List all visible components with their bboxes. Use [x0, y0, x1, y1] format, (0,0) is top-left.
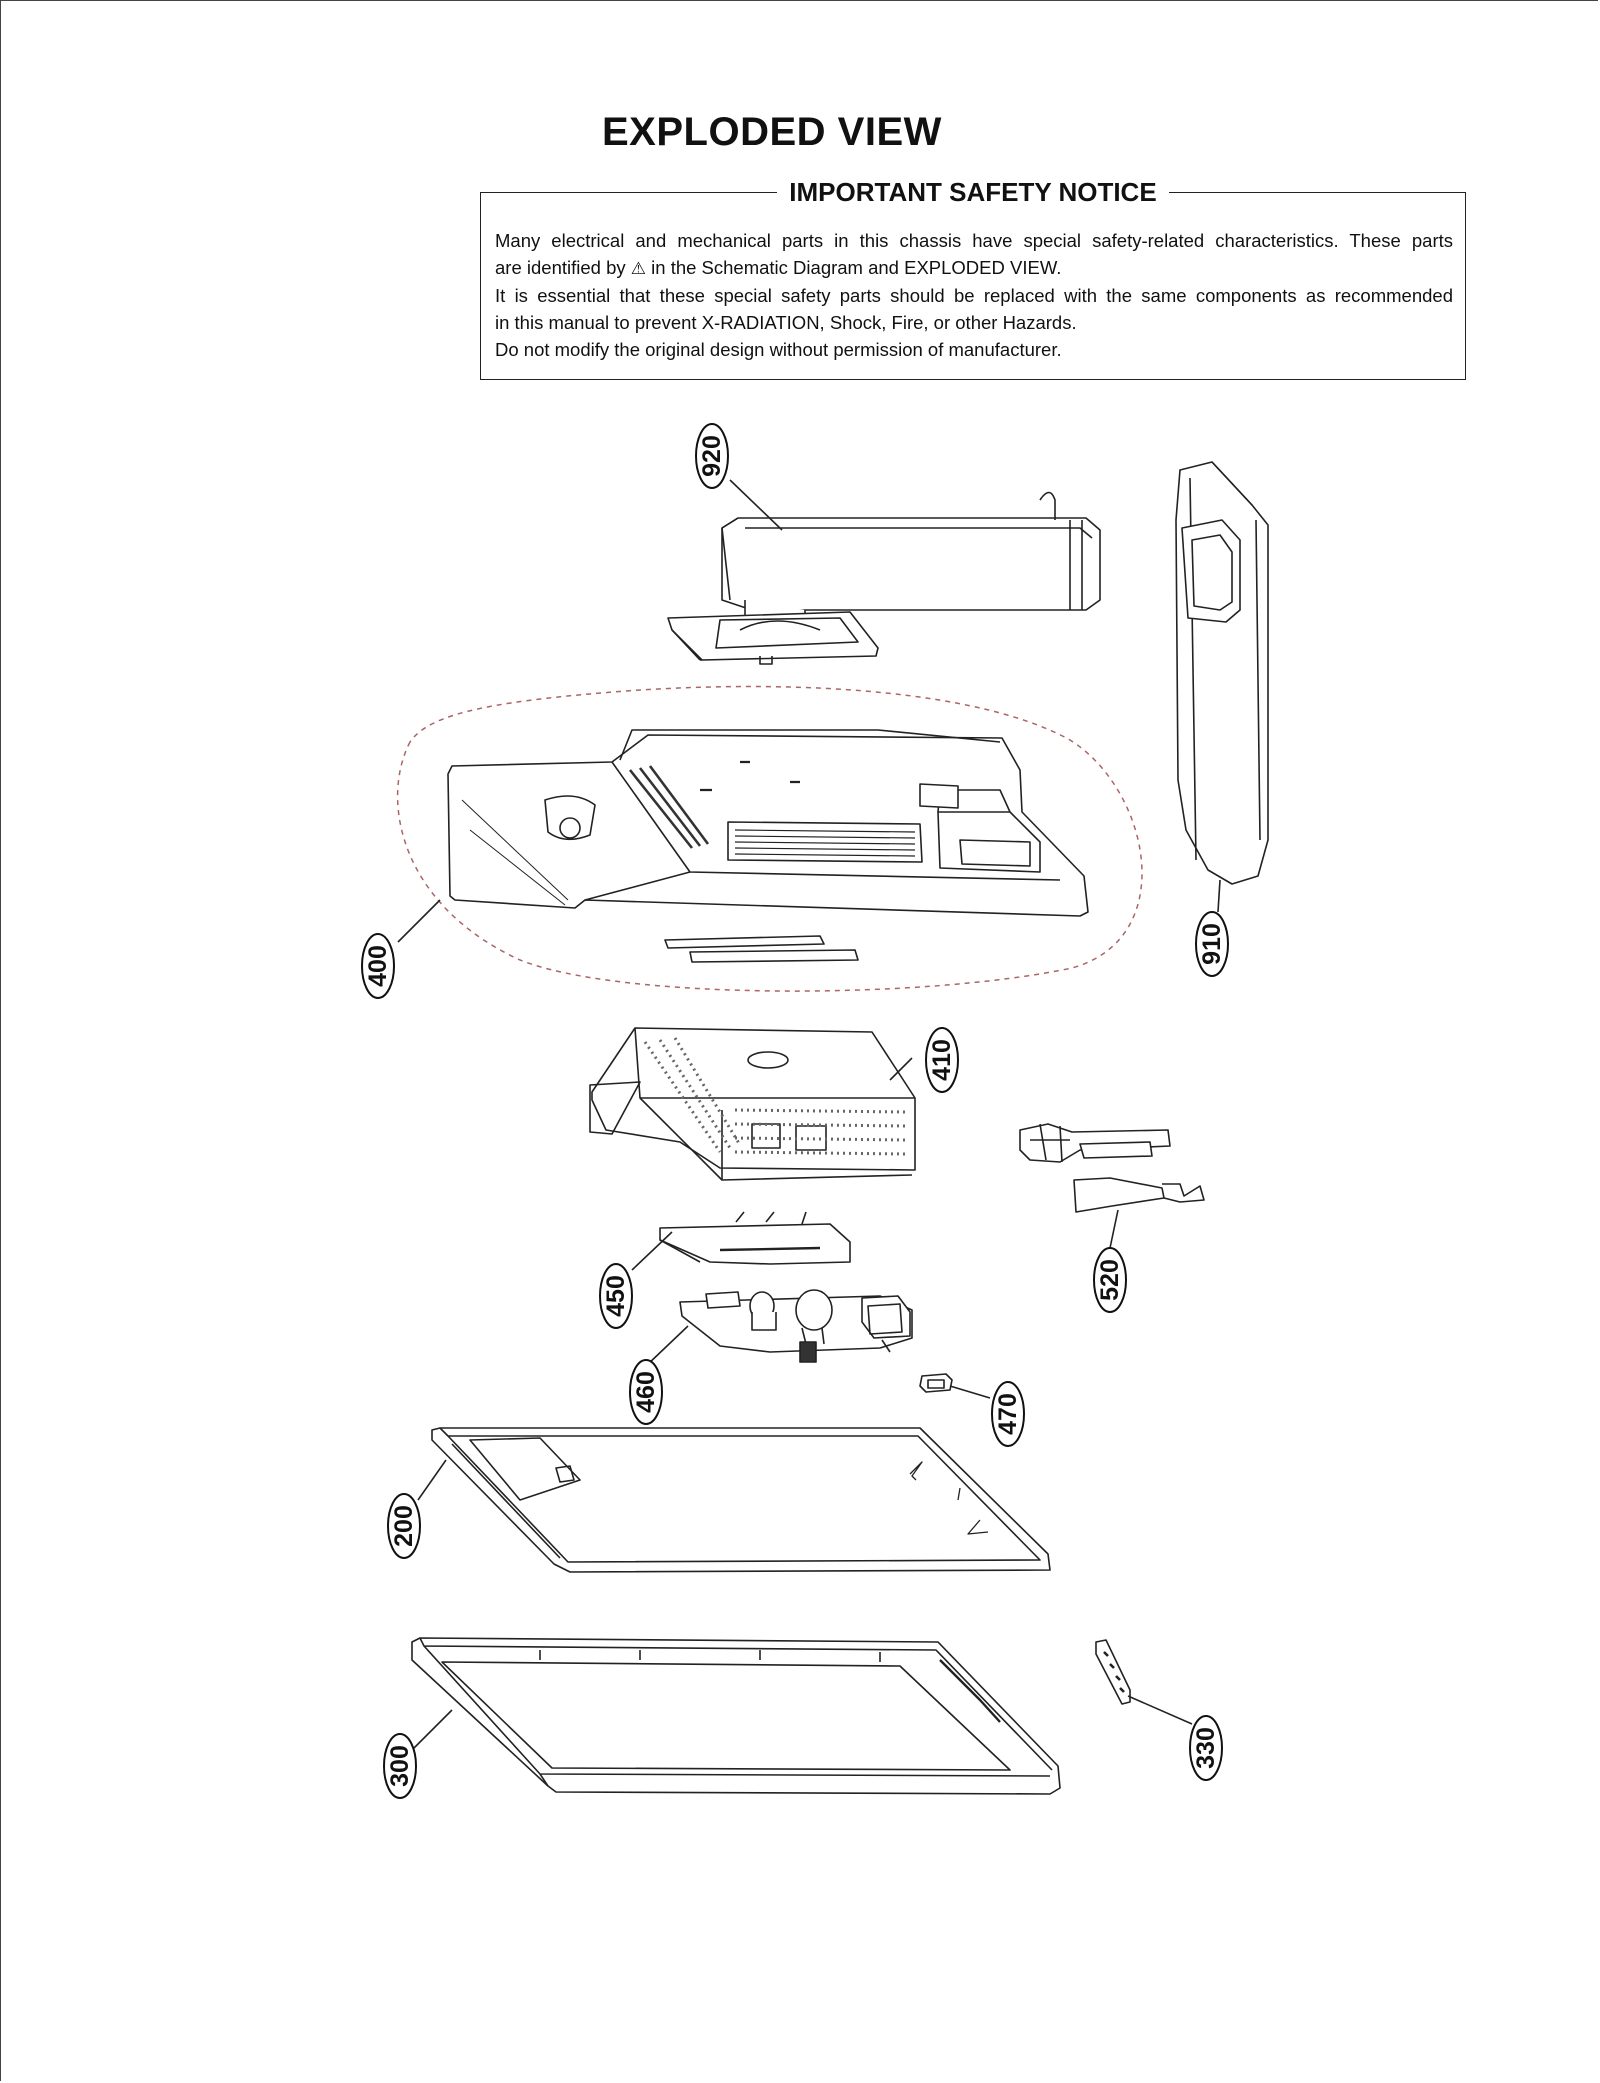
- leader-400: [397, 899, 441, 943]
- label-300: 300: [386, 1745, 414, 1787]
- leader-920: [729, 479, 783, 531]
- notice-line-2: are identified by ⚠ in the Schematic Dia…: [495, 257, 1062, 278]
- part-200-panel: [431, 1427, 1051, 1573]
- part-450-board: [659, 1211, 851, 1265]
- label-520: 520: [1096, 1259, 1124, 1301]
- leader-910: [1217, 879, 1221, 913]
- leader-470: [949, 1385, 991, 1399]
- leader-200: [417, 1459, 447, 1501]
- label-470: 470: [994, 1393, 1022, 1435]
- part-410-chassis: [589, 1027, 916, 1181]
- callout-330: 330: [1189, 1715, 1223, 1781]
- notice-line-4: in this manual to prevent X-RADIATION, S…: [495, 312, 1077, 333]
- safety-notice-text: Many electrical and mechanical parts in …: [495, 227, 1453, 363]
- label-450: 450: [602, 1275, 630, 1317]
- notice-line-1: Many electrical and mechanical parts in …: [495, 230, 1453, 251]
- leader-460: [645, 1325, 689, 1367]
- label-400: 400: [364, 945, 392, 987]
- callout-470: 470: [991, 1381, 1025, 1447]
- callout-920: 920: [695, 423, 729, 489]
- page-title: EXPLODED VIEW: [602, 110, 942, 154]
- callout-520: 520: [1093, 1247, 1127, 1313]
- label-330: 330: [1192, 1727, 1220, 1769]
- part-400-rear-housing: [447, 729, 1089, 963]
- warning-triangle-icon: ⚠: [630, 259, 647, 278]
- label-920: 920: [698, 435, 726, 477]
- part-920-stand: [667, 491, 1101, 665]
- leader-300: [413, 1709, 453, 1749]
- part-910-back-cover: [1175, 461, 1269, 885]
- callout-400: 400: [361, 933, 395, 999]
- callout-300: 300: [383, 1733, 417, 1799]
- part-460-power-board: [679, 1289, 913, 1363]
- part-520-connector: [1019, 1123, 1205, 1213]
- label-460: 460: [632, 1371, 660, 1413]
- safety-notice-box: IMPORTANT SAFETY NOTICE Many electrical …: [480, 177, 1466, 380]
- part-330-button-strip: [1095, 1639, 1131, 1705]
- label-410: 410: [928, 1039, 956, 1081]
- callout-200: 200: [387, 1493, 421, 1559]
- part-300-front-bezel: [411, 1637, 1061, 1795]
- callout-450: 450: [599, 1263, 633, 1329]
- leader-450: [631, 1231, 673, 1271]
- part-470-small-board: [919, 1373, 953, 1393]
- label-200: 200: [390, 1505, 418, 1547]
- leader-520: [1109, 1209, 1119, 1249]
- callout-410: 410: [925, 1027, 959, 1093]
- leader-410: [889, 1057, 913, 1081]
- leader-330: [1127, 1695, 1193, 1725]
- label-910: 910: [1198, 923, 1226, 965]
- notice-line-3: It is essential that these special safet…: [495, 285, 1453, 306]
- callout-460: 460: [629, 1359, 663, 1425]
- safety-notice-heading: IMPORTANT SAFETY NOTICE: [777, 177, 1169, 207]
- notice-line-5: Do not modify the original design withou…: [495, 339, 1062, 360]
- part-400-assembly-outline: [396, 685, 1143, 992]
- callout-910: 910: [1195, 911, 1229, 977]
